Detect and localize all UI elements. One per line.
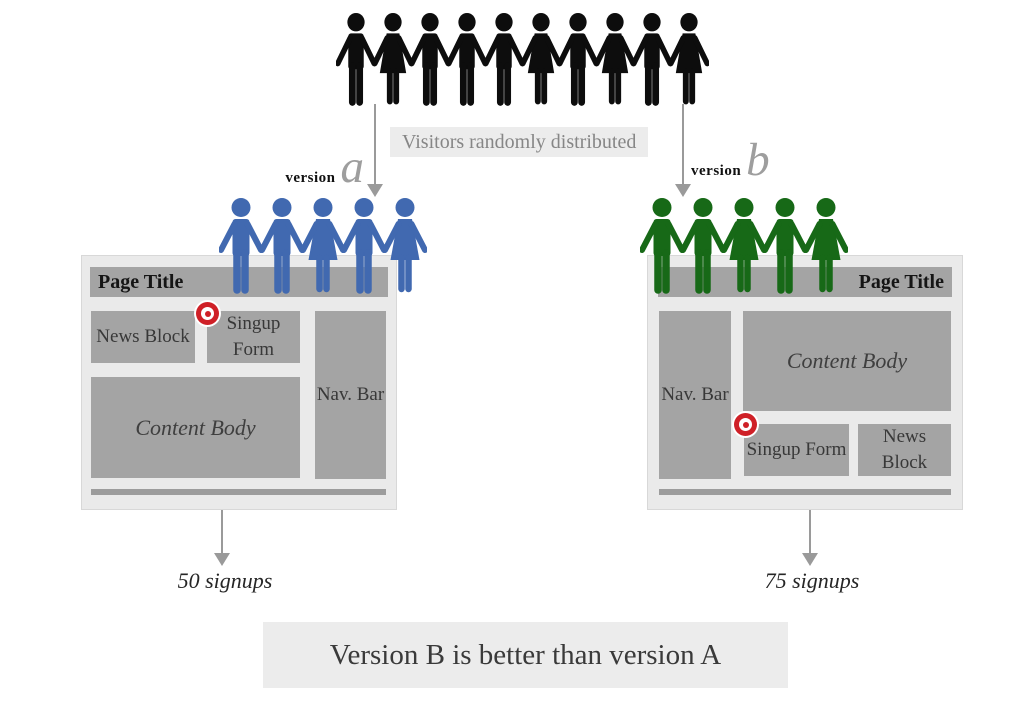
page-b-news-block: News Block xyxy=(858,424,951,476)
person-man-icon xyxy=(631,12,673,109)
visitors-group xyxy=(335,12,710,109)
person-woman-icon xyxy=(803,197,849,297)
page-a-content-body-label: Content Body xyxy=(135,414,256,440)
page-b-news-block-label: News Block xyxy=(881,426,928,473)
page-b-nav-bar: Nav. Bar xyxy=(659,311,731,479)
arrow-to-signups-b xyxy=(802,510,818,566)
page-a-nav-bar-label: Nav. Bar xyxy=(316,384,385,406)
person-woman-icon xyxy=(668,12,710,109)
person-man-icon xyxy=(409,12,451,109)
target-icon-b-ring xyxy=(739,418,752,431)
page-b-signup-form: Singup Form xyxy=(744,424,849,476)
page-b-footer-bar xyxy=(659,489,951,495)
page-version-b: Page Title Nav. Bar Content Body Singup … xyxy=(647,255,963,510)
page-b-content-body-label: Content Body xyxy=(786,348,908,374)
page-b-signup-form-label: Singup Form xyxy=(746,439,847,461)
person-man-icon xyxy=(335,12,377,109)
version-a-letter: a xyxy=(340,141,365,193)
version-a-visitors-group xyxy=(218,197,428,297)
target-icon-b-dot xyxy=(742,421,749,428)
person-woman-icon xyxy=(372,12,414,109)
version-b-visitors-group xyxy=(639,197,849,297)
person-man-icon xyxy=(639,197,685,297)
version-b-word: version xyxy=(691,163,742,179)
arrow-to-version-b xyxy=(675,104,691,197)
conclusion-banner: Version B is better than version A xyxy=(263,622,788,688)
target-icon-b xyxy=(734,413,757,436)
signups-a-label: 50 signups xyxy=(177,568,273,593)
person-man-icon xyxy=(341,197,387,297)
page-a-nav-bar: Nav. Bar xyxy=(315,311,386,479)
version-b-letter: b xyxy=(746,134,770,186)
page-a-content-body: Content Body xyxy=(91,377,300,478)
page-a-footer-bar xyxy=(91,489,386,495)
page-a-signup-form: Singup Form xyxy=(207,311,300,363)
page-b-nav-bar-label: Nav. Bar xyxy=(661,384,729,406)
target-icon-a xyxy=(196,302,219,325)
arrow-to-version-a xyxy=(367,104,383,197)
signups-b-label: 75 signups xyxy=(764,568,860,593)
page-a-news-block-label: News Block xyxy=(96,326,190,348)
person-woman-icon xyxy=(594,12,636,109)
arrow-to-signups-a xyxy=(214,510,230,566)
page-a-signup-form-label: Singup Form xyxy=(226,313,281,360)
person-man-icon xyxy=(483,12,525,109)
person-woman-icon xyxy=(721,197,767,297)
person-man-icon xyxy=(218,197,264,297)
page-a-news-block: News Block xyxy=(91,311,195,363)
page-version-a: Page Title News Block Singup Form Nav. B… xyxy=(81,255,397,510)
version-a-word: version xyxy=(285,170,336,186)
person-man-icon xyxy=(557,12,599,109)
person-man-icon xyxy=(259,197,305,297)
person-man-icon xyxy=(680,197,726,297)
person-woman-icon xyxy=(300,197,346,297)
person-woman-icon xyxy=(382,197,428,297)
page-b-content-body: Content Body xyxy=(743,311,951,411)
person-man-icon xyxy=(446,12,488,109)
target-icon-a-ring xyxy=(201,307,214,320)
person-woman-icon xyxy=(520,12,562,109)
person-man-icon xyxy=(762,197,808,297)
target-icon-a-dot xyxy=(204,310,211,317)
distribution-label: Visitors randomly distributed xyxy=(390,127,649,157)
